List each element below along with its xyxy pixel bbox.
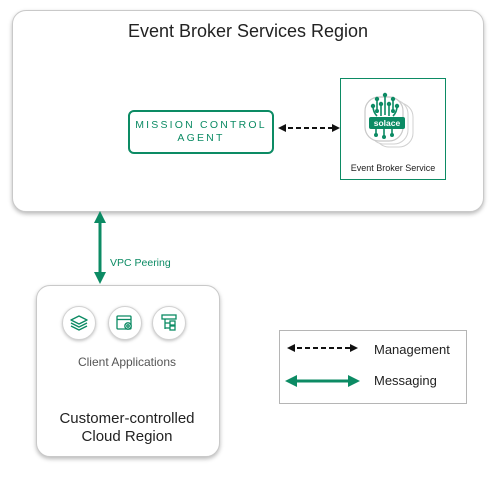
event-broker-service-box: solace Event Broker Service [340, 78, 446, 180]
customer-region-title-line2: Cloud Region [81, 428, 173, 445]
app-gear-icon [108, 306, 142, 340]
legend-management-label: Management [374, 342, 450, 357]
legend-messaging-label: Messaging [374, 373, 437, 388]
agent-label-line1: MISSION CONTROL [135, 119, 267, 131]
solace-logo-text: solace [373, 118, 401, 128]
legend: Management Messaging [279, 330, 467, 404]
mission-control-agent-box: MISSION CONTROL AGENT [128, 110, 274, 154]
customer-region-title-line1: Customer-controlled [59, 410, 195, 427]
region-title: Event Broker Services Region [127, 21, 369, 41]
event-broker-service-label: Event Broker Service [350, 163, 436, 173]
layers-icon [62, 306, 96, 340]
agent-label-line2: AGENT [177, 132, 225, 144]
client-applications-label: Client Applications [77, 355, 177, 369]
vpc-peering-label: VPC Peering [110, 257, 171, 269]
solace-logo-icon [364, 92, 414, 148]
flowchart-icon [152, 306, 186, 340]
customer-region-title: Customer-controlled Cloud Region [36, 410, 218, 446]
